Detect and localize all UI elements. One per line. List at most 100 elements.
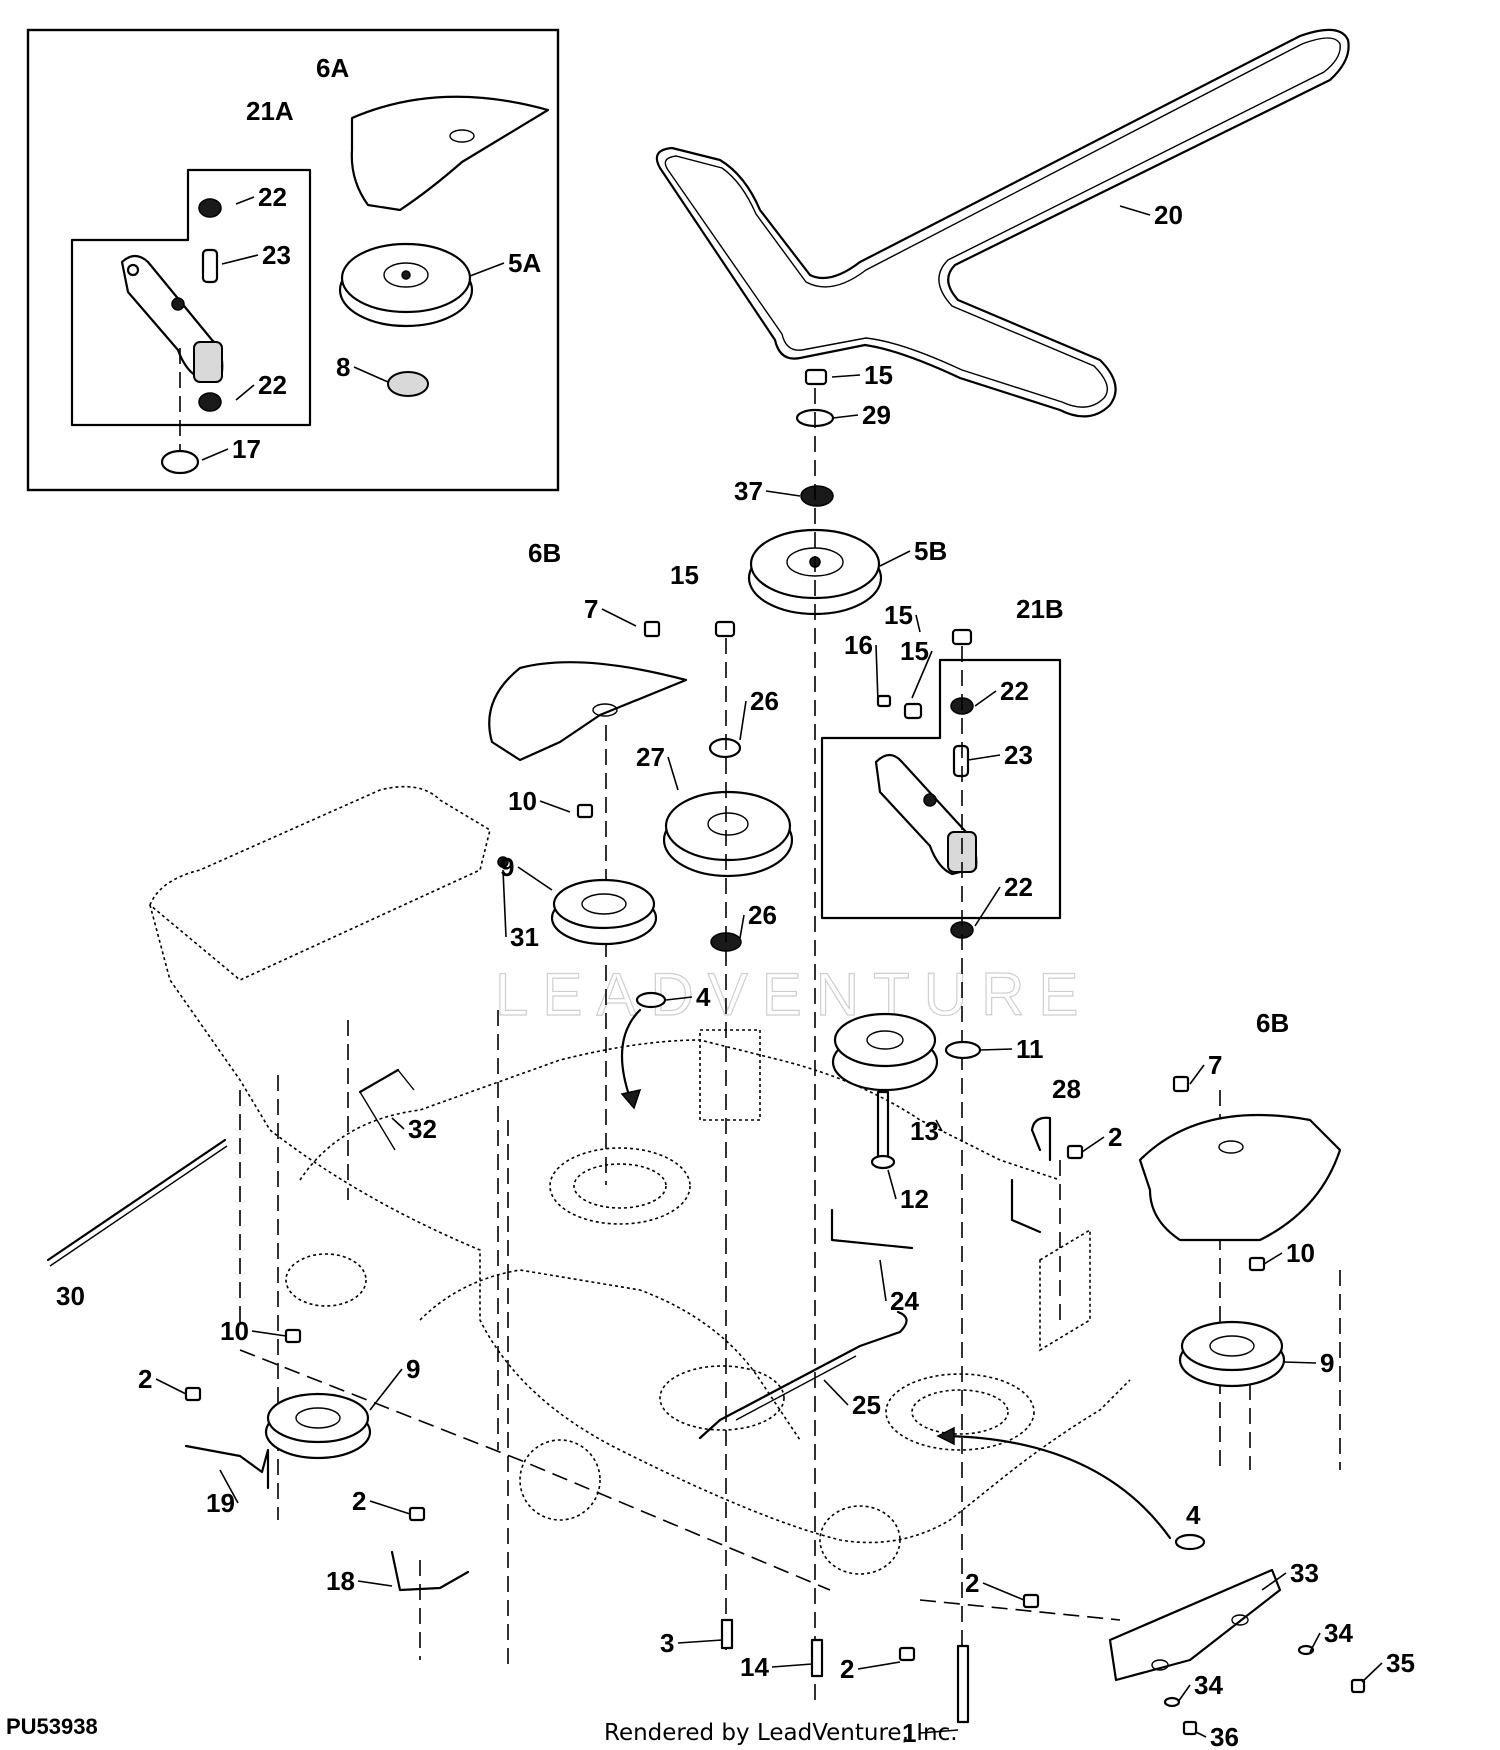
callout-label: 29: [862, 400, 891, 430]
spacer-23: [201, 248, 219, 284]
callout-label: 18: [326, 1566, 355, 1596]
callout-leader: [935, 1119, 943, 1132]
pulley-27: [662, 790, 794, 878]
callout-label: 6B: [1256, 1008, 1289, 1038]
bracket-33: [1108, 1568, 1282, 1682]
callout-leader: [857, 1661, 901, 1670]
callout-label: 6B: [528, 538, 561, 568]
callout-label: 10: [220, 1316, 249, 1346]
callout-leader: [831, 374, 861, 378]
callout-label: 30: [56, 1281, 85, 1311]
callout-leader: [369, 1500, 411, 1515]
callout-label: 9: [500, 852, 514, 882]
callout-leader: [1119, 205, 1151, 216]
callout-leader: [771, 1663, 813, 1668]
callout-leader: [887, 1169, 897, 1200]
bushing-22-top: [198, 198, 222, 218]
rod-30: [46, 1138, 227, 1262]
callout-label: 4: [1186, 1500, 1201, 1530]
callout-label: 2: [352, 1486, 366, 1516]
callout-label: 11: [1016, 1034, 1044, 1064]
clip-7-right: [1172, 1075, 1190, 1093]
spacer-17: [160, 449, 200, 475]
callout-leader: [879, 1259, 887, 1302]
callout-label: 33: [1290, 1558, 1319, 1588]
callout-label: 22: [1004, 872, 1033, 902]
bolt-36: [1182, 1720, 1198, 1736]
callout-leader: [235, 196, 255, 205]
callout-leader: [915, 614, 921, 633]
callout-label: 19: [206, 1488, 235, 1518]
callout-leader: [919, 1729, 959, 1734]
callout-label: 36: [1210, 1722, 1239, 1750]
callout-label: 16: [844, 630, 873, 660]
callout-leader: [974, 690, 997, 707]
spring-32: [358, 1068, 400, 1094]
callout-leader: [739, 914, 745, 939]
spacer-26-top: [708, 737, 742, 759]
callout-leader: [539, 800, 571, 813]
callout-label: 34: [1324, 1618, 1353, 1648]
callout-leader: [369, 1368, 403, 1411]
mower-deck: [149, 785, 1131, 1575]
nut-2-mid: [1022, 1593, 1040, 1609]
callout-label: 2: [840, 1654, 854, 1684]
callout-leader: [1189, 1064, 1205, 1085]
callout-leader: [1195, 1731, 1207, 1738]
callout-leader: [1283, 1361, 1317, 1364]
callout-leader: [219, 1469, 239, 1504]
idler-arm-21B: [874, 753, 978, 876]
spring-25: [698, 1310, 908, 1440]
callout-leader: [832, 414, 859, 419]
callout-label: 7: [1208, 1050, 1222, 1080]
callout-label: 10: [1286, 1238, 1315, 1268]
callout-leader: [201, 448, 229, 461]
callout-leader: [911, 650, 933, 699]
callout-label: 1: [902, 1718, 916, 1748]
callout-label: 24: [890, 1286, 919, 1316]
bracket-19: [184, 1444, 270, 1490]
washer-11: [944, 1040, 982, 1060]
callout-label: 25: [852, 1390, 881, 1420]
callout-leader: [875, 644, 879, 703]
bolt-14: [810, 1638, 824, 1678]
inset-21B-bracket: [820, 658, 1062, 920]
nut-15-21B: [903, 702, 923, 720]
callout-label: 31: [510, 922, 539, 952]
pulley-9-right: [1178, 1320, 1286, 1388]
pulley-9-lower: [264, 1392, 372, 1460]
callout-label: 14: [740, 1652, 769, 1682]
callout-label: 9: [406, 1354, 420, 1384]
shield-6B-right: [1138, 1114, 1342, 1242]
callout-leader: [155, 1378, 187, 1395]
rod-24: [830, 1208, 914, 1250]
callout-label: 34: [1194, 1670, 1223, 1700]
callout-leader: [739, 700, 747, 741]
clip-7-left: [643, 620, 661, 638]
callout-leader: [469, 262, 505, 277]
callout-leader: [1081, 1136, 1105, 1153]
bolt-10-right: [1248, 1256, 1266, 1272]
bolt-10-left: [576, 803, 594, 819]
nut-15-right: [951, 628, 973, 646]
bolt-10-left-lower: [284, 1328, 302, 1344]
callout-label: 23: [1004, 740, 1033, 770]
callout-leader: [601, 608, 637, 627]
callout-leader: [502, 869, 507, 938]
callout-leader: [391, 1117, 405, 1130]
callout-label: 20: [1154, 200, 1183, 230]
callout-leader: [221, 254, 259, 265]
callout-label: 13: [910, 1116, 939, 1146]
callout-leader: [823, 1379, 849, 1406]
bolt-12: [876, 1090, 890, 1160]
callout-label: 17: [232, 434, 261, 464]
idler-arm-21A: [120, 254, 224, 383]
pulley-9-upper: [550, 878, 658, 946]
callout-label: 9: [1320, 1348, 1334, 1378]
nut-2-right: [1066, 1144, 1084, 1160]
callout-leader: [765, 490, 801, 497]
callout-label: 3: [660, 1628, 674, 1658]
callout-label: 12: [900, 1184, 929, 1214]
